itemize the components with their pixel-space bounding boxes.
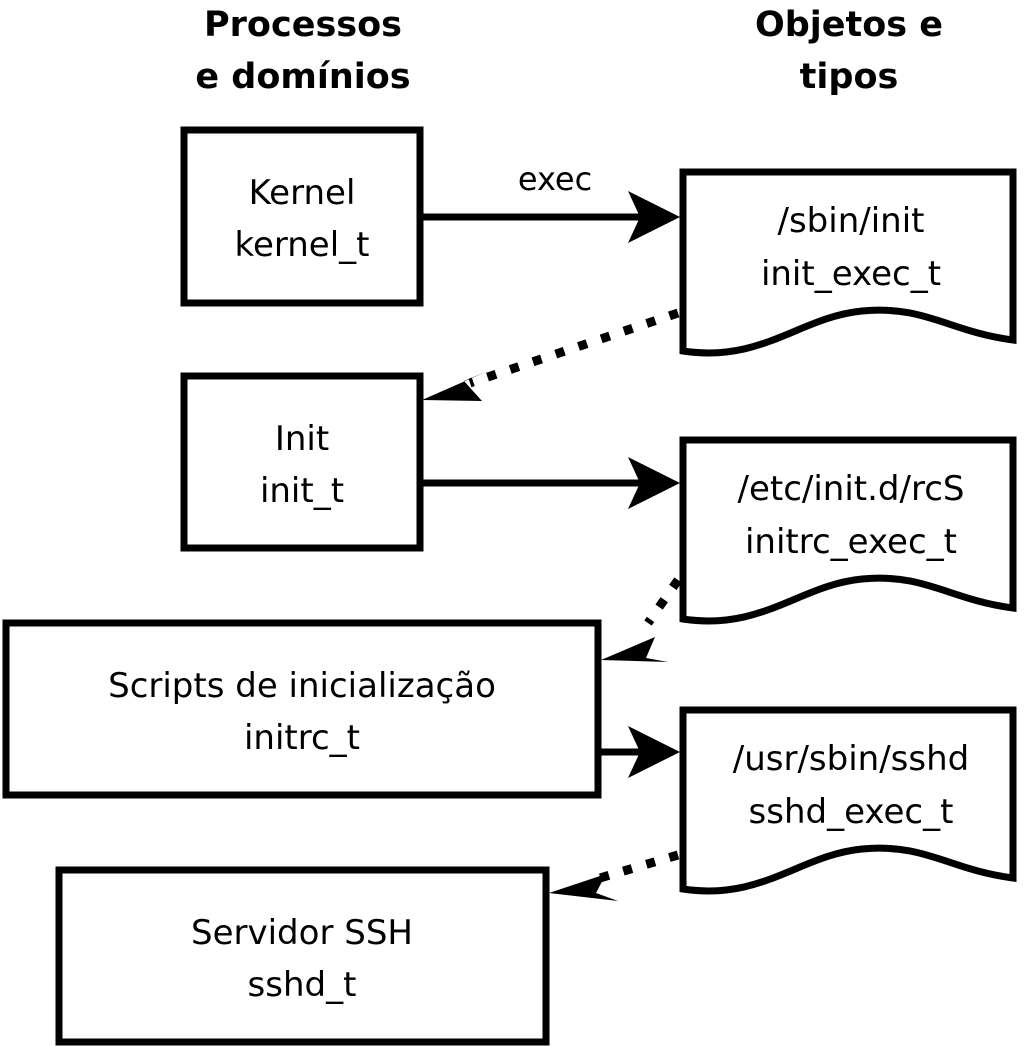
edge-init-exec-to-init-line [468, 308, 680, 388]
column-header-objects-line1: Objetos e [755, 5, 943, 45]
node-init-line2: init_t [260, 471, 344, 511]
edge-init-to-initrc-exec-arrowhead [628, 457, 680, 509]
column-header-processes: Processos e domínios [195, 5, 410, 97]
edge-init-exec-to-init-arrowhead [422, 371, 488, 401]
node-kernel-line1: Kernel [249, 173, 356, 213]
node-kernel[interactable]: Kernel kernel_t [180, 126, 424, 307]
edge-initrc-to-sshd-exec [601, 726, 680, 778]
node-sshd-box[interactable] [55, 866, 550, 1046]
edge-sshd-exec-to-sshd-line [598, 850, 680, 883]
node-kernel-line2: kernel_t [234, 225, 369, 265]
edge-label-exec: exec [518, 160, 592, 198]
node-init-exec-line2: init_exec_t [761, 254, 941, 294]
column-header-processes-line1: Processos [204, 5, 402, 45]
node-kernel-box[interactable] [180, 126, 424, 307]
column-header-objects: Objetos e tipos [755, 5, 943, 97]
edge-initrc-to-sshd-exec-arrowhead [628, 726, 680, 778]
edge-initrc-exec-to-initrc-arrowhead [601, 637, 668, 662]
node-sshd[interactable]: Servidor SSH sshd_t [55, 866, 550, 1046]
edge-initrc-exec-to-initrc [601, 577, 682, 662]
edge-init-exec-to-init [422, 308, 680, 401]
node-initrc-exec-box[interactable] [679, 436, 1017, 625]
node-sshd-exec-box[interactable] [679, 706, 1017, 895]
column-header-objects-line2: tipos [800, 57, 899, 97]
column-header-processes-line2: e domínios [195, 57, 410, 97]
node-initrc-line1: Scripts de inicialização [108, 666, 496, 706]
edge-sshd-exec-to-sshd [549, 850, 680, 901]
node-init-box[interactable] [180, 372, 424, 552]
node-initrc-exec-line2: initrc_exec_t [745, 522, 957, 562]
node-initrc-exec-line1: /etc/init.d/rcS [738, 469, 965, 509]
node-initrc-line2: initrc_t [244, 718, 360, 758]
node-init-exec-line1: /sbin/init [778, 201, 925, 241]
node-sshd-exec[interactable]: /usr/sbin/sshd sshd_exec_t [679, 706, 1017, 895]
node-initrc-exec[interactable]: /etc/init.d/rcS initrc_exec_t [679, 436, 1017, 625]
edge-sshd-exec-to-sshd-arrowhead [549, 874, 618, 901]
edge-init-to-initrc-exec [422, 457, 680, 509]
edge-kernel-to-init-exec-arrowhead [628, 191, 680, 243]
edge-kernel-to-init-exec: exec [422, 160, 680, 243]
node-sshd-exec-line1: /usr/sbin/sshd [733, 739, 969, 779]
node-sshd-exec-line2: sshd_exec_t [749, 792, 954, 832]
node-sshd-line2: sshd_t [248, 965, 357, 1005]
node-init-exec[interactable]: /sbin/init init_exec_t [679, 168, 1017, 357]
node-initrc[interactable]: Scripts de inicialização initrc_t [2, 619, 602, 799]
node-init-exec-box[interactable] [679, 168, 1017, 357]
node-initrc-box[interactable] [2, 619, 602, 799]
node-init-line1: Init [275, 419, 329, 459]
node-init[interactable]: Init init_t [180, 372, 424, 552]
edge-initrc-exec-to-initrc-line [644, 577, 682, 626]
node-sshd-line1: Servidor SSH [191, 913, 413, 953]
